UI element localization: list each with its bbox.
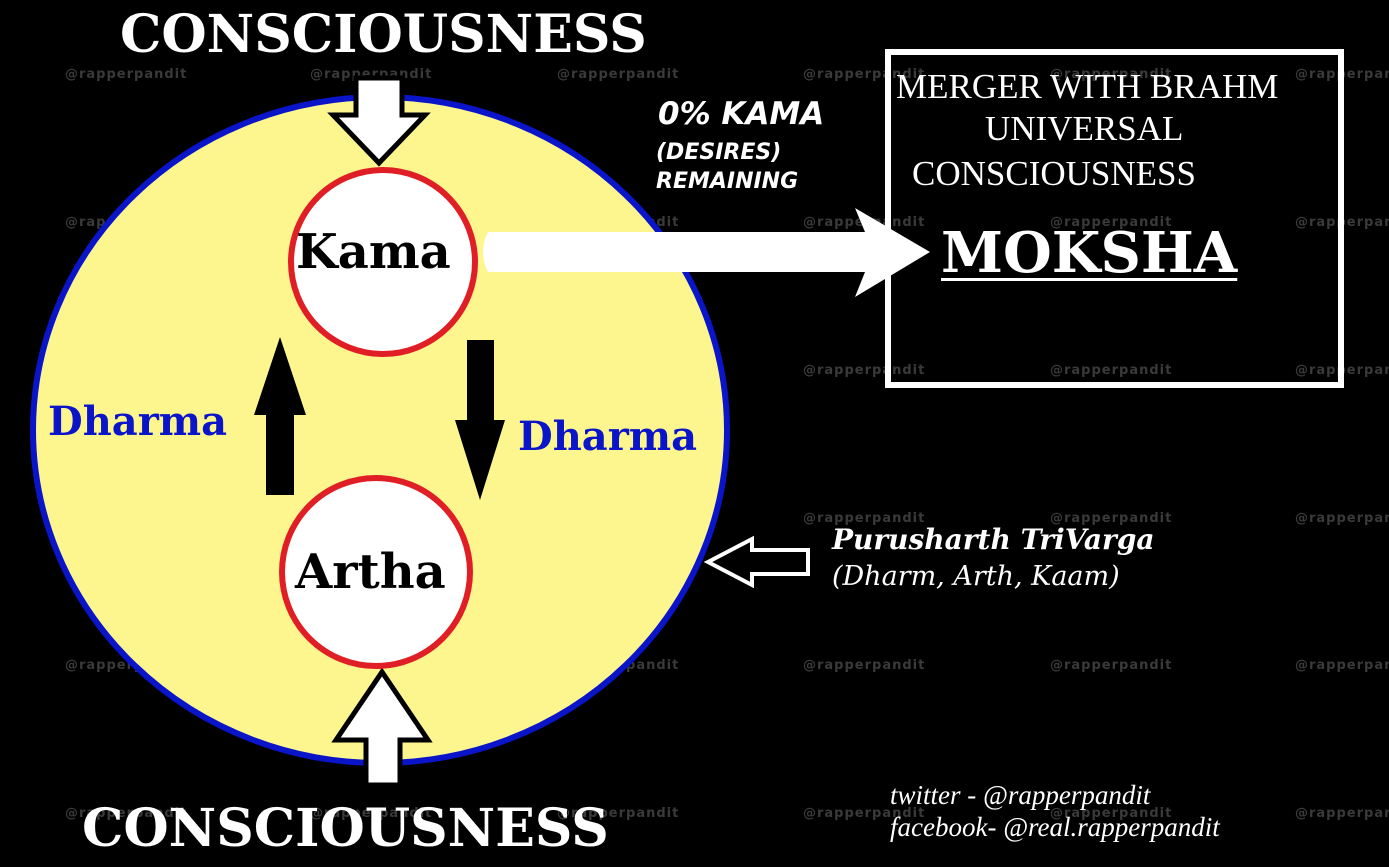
watermark-text: @rapperpandit: [803, 806, 926, 821]
moksha-box: [885, 49, 1344, 388]
watermark-text: @rapperpandit: [65, 67, 188, 82]
moksha-box-line2: UNIVERSAL: [985, 109, 1184, 148]
consciousness-bottom-label: CONSCIOUSNESS: [82, 798, 609, 859]
artha-node-circle: [279, 475, 473, 669]
facebook-handle: facebook- @real.rapperpandit: [890, 812, 1220, 842]
watermark-text: @rapperpandit: [1295, 511, 1389, 526]
arrow-bottom-consciousness: [331, 667, 433, 788]
watermark-text: @rapperpandit: [557, 806, 680, 821]
watermark-text: @rapperpandit: [803, 363, 926, 378]
watermark-text: @rapperpandit: [1050, 658, 1173, 673]
twitter-handle: twitter - @rapperpandit: [890, 780, 1151, 810]
watermark-text: @rapperpandit: [1050, 511, 1173, 526]
moksha-box-line1: MERGER WITH BRAHM: [896, 67, 1279, 106]
moksha-title: MOKSHA: [941, 220, 1238, 286]
watermark-text: @rapperpandit: [1050, 215, 1173, 230]
kama-node-circle: [288, 167, 478, 357]
watermark-text: @rapperpandit: [65, 806, 188, 821]
watermark-text: @rapperpandit: [310, 806, 433, 821]
trivarga-subtitle: (Dharm, Arth, Kaam): [832, 561, 1120, 592]
watermark-text: @rapperpandit: [1295, 806, 1389, 821]
dharma-left-label: Dharma: [48, 398, 228, 445]
watermark-text: @rapperpandit: [1050, 363, 1173, 378]
artha-label: Artha: [295, 544, 446, 600]
kama-label: Kama: [296, 224, 451, 280]
kama-note-line1: 0% KAMA: [658, 96, 825, 132]
arrow-to-moksha: [483, 208, 930, 297]
watermark-text: @rapperpandit: [803, 511, 926, 526]
watermark-text: @rapperpandit: [1295, 658, 1389, 673]
arrow-top-consciousness: [327, 75, 431, 167]
arrow-to-trivarga: [703, 535, 810, 589]
kama-note-line2: (DESIRES): [656, 140, 782, 165]
trivarga-title: Purusharth TriVarga: [832, 523, 1155, 556]
watermark-text: @rapperpandit: [557, 67, 680, 82]
watermark-text: @rapperpandit: [1050, 806, 1173, 821]
watermark-text: @rapperpandit: [1050, 67, 1173, 82]
dharma-right-label: Dharma: [518, 413, 698, 460]
watermark-text: @rapperpandit: [803, 658, 926, 673]
consciousness-top-label: CONSCIOUSNESS: [120, 4, 647, 65]
arrow-down-dharma: [455, 340, 505, 500]
kama-note-line3: REMAINING: [656, 169, 799, 194]
moksha-box-line3: CONSCIOUSNESS: [912, 154, 1196, 193]
watermark-text: @rapperpandit: [803, 67, 926, 82]
arrow-up-dharma: [254, 337, 306, 495]
